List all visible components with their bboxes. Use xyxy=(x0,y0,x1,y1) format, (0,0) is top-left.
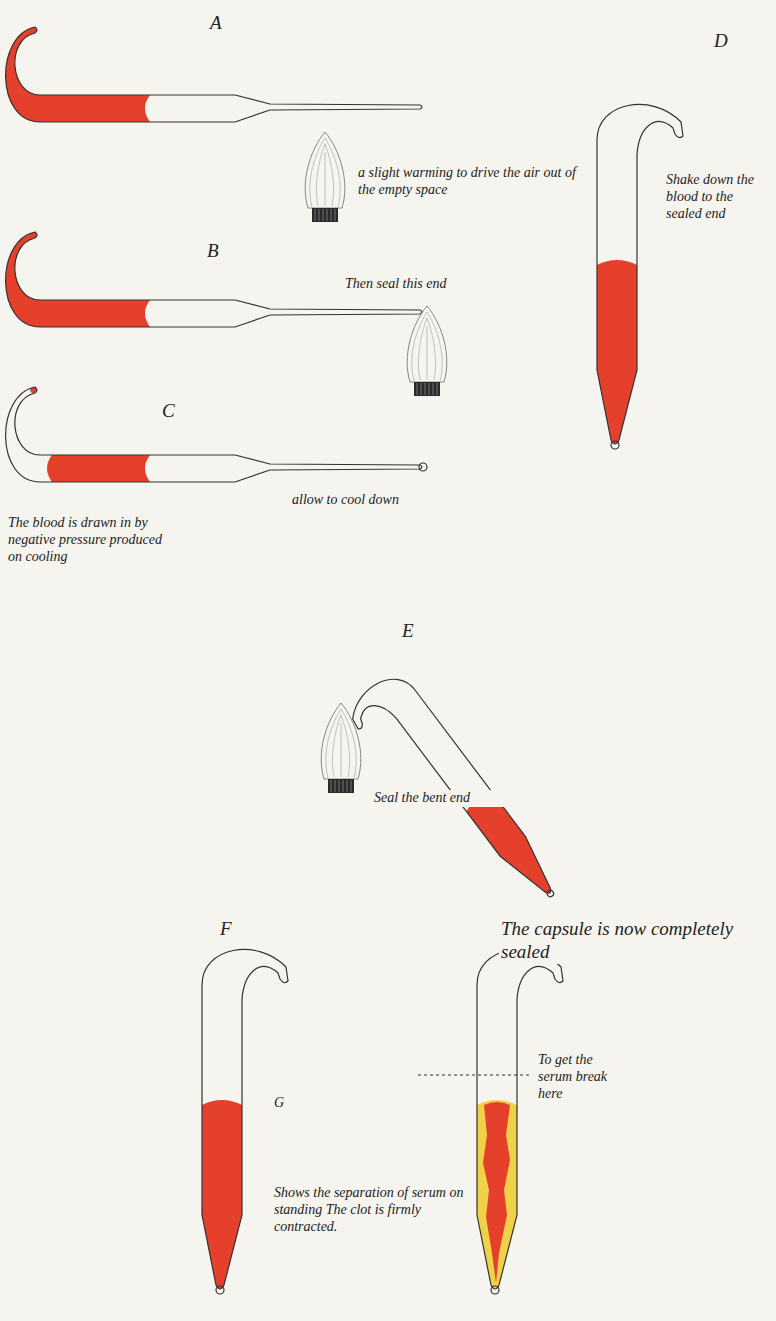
flame xyxy=(321,703,361,793)
figure-letter: E xyxy=(400,620,416,643)
annotation: G xyxy=(272,1095,456,1112)
figure-letter: B xyxy=(205,240,221,263)
annotation: Then seal this end xyxy=(343,276,517,293)
annotation: Shake down the blood to the sealed end xyxy=(664,172,772,222)
capsule-e xyxy=(343,667,564,929)
annotation: allow to cool down xyxy=(290,492,464,509)
figure-letter: D xyxy=(712,30,730,53)
annotation: The blood is drawn in by negative pressu… xyxy=(6,515,178,565)
capsule-f xyxy=(202,949,288,1294)
break-line xyxy=(418,1075,530,1076)
flame xyxy=(305,132,345,222)
annotation: To get the serum break here xyxy=(536,1052,626,1102)
annotation: Seal the bent end xyxy=(372,790,526,807)
capsule-g xyxy=(477,949,563,1294)
capsule-d xyxy=(597,104,683,449)
annotation: Shows the separation of serum on standin… xyxy=(272,1185,466,1235)
capsule-a xyxy=(6,27,422,122)
figure-letter: The capsule is now completely sealed xyxy=(499,918,776,964)
flame xyxy=(407,306,447,396)
capsule-c xyxy=(6,387,427,482)
figure-letter: F xyxy=(218,918,234,941)
figure-letter: C xyxy=(160,400,177,423)
annotation: a slight warming to drive the air out of… xyxy=(356,165,588,199)
figure-letter: A xyxy=(208,12,224,35)
